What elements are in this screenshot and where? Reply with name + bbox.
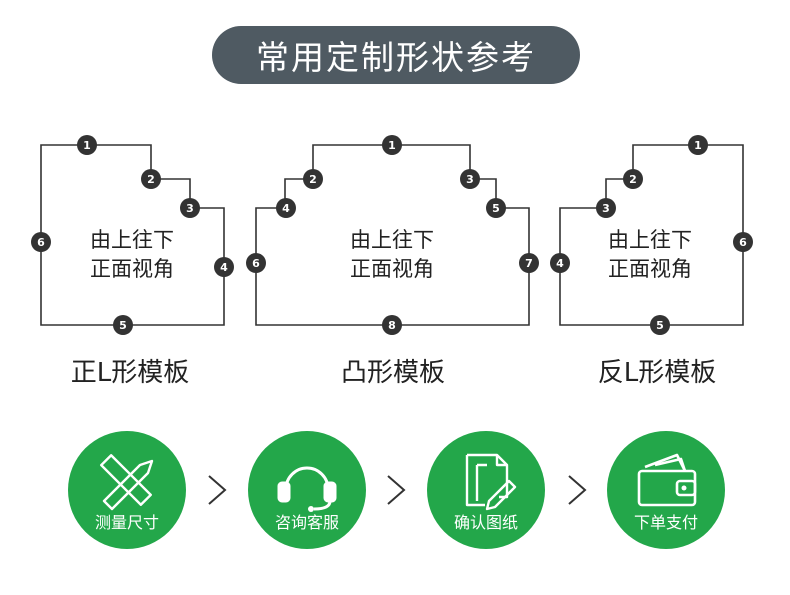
marker-number: 4 — [282, 202, 290, 215]
marker-number: 5 — [492, 202, 500, 215]
marker-number: 4 — [220, 261, 228, 274]
marker-number: 1 — [694, 139, 702, 152]
caption-line: 正面视角 — [350, 257, 434, 281]
marker-number: 1 — [83, 139, 91, 152]
chevron-right-icon — [208, 475, 227, 505]
marker-number: 2 — [147, 173, 155, 186]
page-title: 常用定制形状参考 — [212, 26, 580, 84]
caption-line: 由上往下 — [350, 228, 434, 252]
marker-dot — [550, 253, 570, 273]
marker-number: 1 — [388, 139, 396, 152]
marker-dot — [113, 315, 133, 335]
marker-dot — [303, 169, 323, 189]
caption-line: 由上往下 — [608, 228, 692, 252]
l-shape-caption: 由上往下 正面视角 — [72, 226, 192, 284]
marker-dot — [650, 315, 670, 335]
marker-dot — [460, 169, 480, 189]
drawing-document-icon — [465, 453, 517, 511]
marker-dot — [486, 198, 506, 218]
headset-icon — [277, 466, 337, 512]
caption-line: 正面视角 — [608, 257, 692, 281]
marker-number: 8 — [388, 319, 396, 332]
marker-number: 2 — [309, 173, 317, 186]
reverse-l-template-name: 反L形模板 — [597, 358, 717, 388]
caption-line: 由上往下 — [90, 228, 174, 252]
marker-number: 6 — [252, 257, 260, 270]
marker-number: 4 — [556, 257, 564, 270]
l-shape-template-name: 正L形模板 — [70, 358, 190, 388]
shape-diagrams: 1 2 3 4 5 6 1 2 3 4 5 6 7 8 1 2 3 4 5 6 — [31, 135, 753, 335]
marker-dot — [623, 169, 643, 189]
caption-line: 正面视角 — [90, 257, 174, 281]
marker-number: 5 — [119, 319, 127, 332]
marker-number: 3 — [602, 202, 610, 215]
marker-dot — [214, 257, 234, 277]
marker-number: 6 — [739, 236, 747, 249]
marker-dot — [688, 135, 708, 155]
ruler-pencil-icon — [100, 454, 154, 511]
marker-dot — [519, 253, 539, 273]
step-label: 确认图纸 — [453, 513, 518, 532]
marker-dot — [276, 198, 296, 218]
step-pay[interactable]: 下单支付 — [607, 431, 725, 549]
marker-number: 7 — [525, 257, 533, 270]
marker-dot — [382, 315, 402, 335]
marker-dot — [180, 198, 200, 218]
chevron-right-icon — [387, 475, 406, 505]
step-label: 下单支付 — [633, 513, 698, 532]
marker-dot — [31, 232, 51, 252]
step-consult[interactable]: 咨询客服 — [248, 431, 366, 549]
chevron-right-icon — [568, 475, 587, 505]
marker-number: 3 — [466, 173, 474, 186]
marker-number: 2 — [629, 173, 637, 186]
marker-dot — [733, 232, 753, 252]
reverse-l-shape-caption: 由上往下 正面视角 — [590, 226, 710, 284]
step-label: 咨询客服 — [274, 513, 339, 532]
marker-dot — [382, 135, 402, 155]
marker-number: 6 — [37, 236, 45, 249]
step-measure[interactable]: 测量尺寸 — [68, 431, 186, 549]
marker-dot — [77, 135, 97, 155]
convex-template-name: 凸形模板 — [340, 358, 445, 388]
step-label: 测量尺寸 — [94, 513, 159, 532]
marker-dot — [246, 253, 266, 273]
wallet-icon — [637, 453, 697, 507]
marker-number: 5 — [656, 319, 664, 332]
convex-shape-caption: 由上往下 正面视角 — [332, 226, 452, 284]
marker-number: 3 — [186, 202, 194, 215]
step-confirm-drawing[interactable]: 确认图纸 — [427, 431, 545, 549]
marker-dot — [596, 198, 616, 218]
marker-dot — [141, 169, 161, 189]
